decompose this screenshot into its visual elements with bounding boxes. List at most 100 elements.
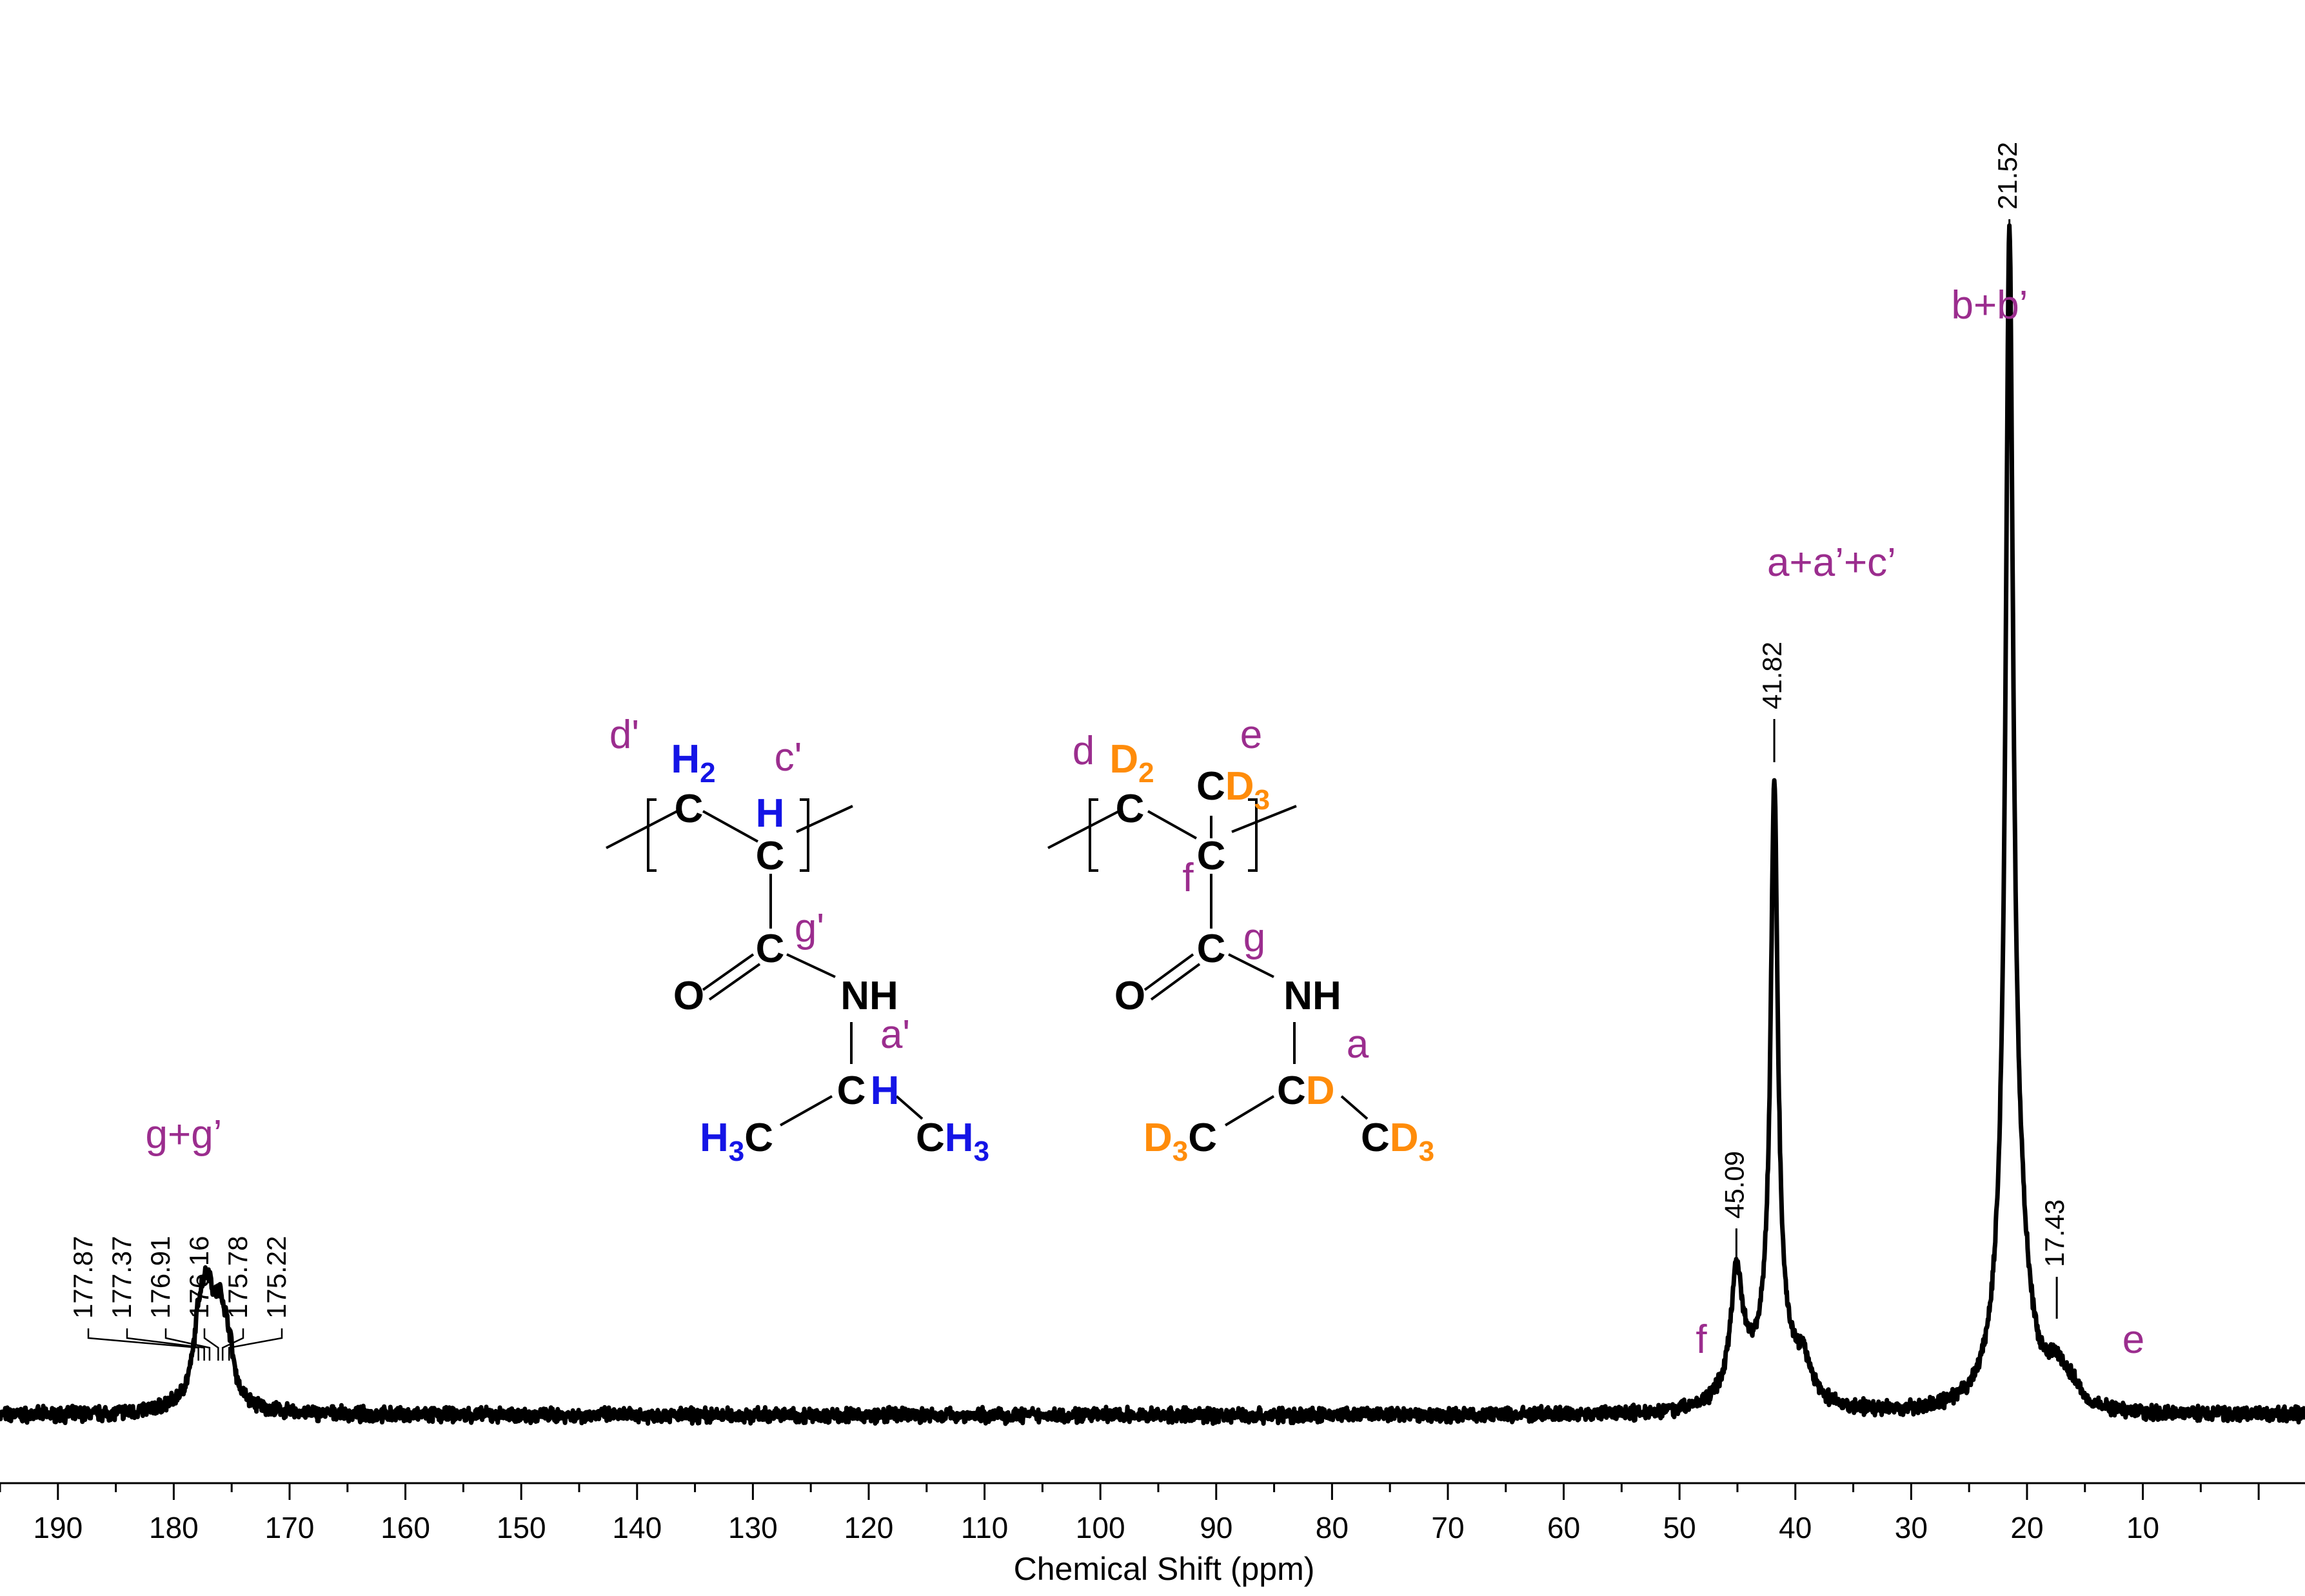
protonated-h3c-h: H xyxy=(700,1116,729,1160)
protonated-nh: NH xyxy=(840,974,898,1018)
label-g-prime: g' xyxy=(795,906,824,951)
deuterated-d2-d: D xyxy=(1109,737,1138,782)
protonated-structure: C H2 H C C O NH C H H3C CH3 d' c' g' a' xyxy=(606,713,989,1167)
label-c-prime: c' xyxy=(775,735,802,780)
x-tick-label: 10 xyxy=(2126,1511,2159,1544)
x-tick-label: 130 xyxy=(728,1511,778,1544)
x-tick-label: 110 xyxy=(961,1511,1008,1544)
peak-label: 17.43 xyxy=(2039,1199,2070,1267)
protonated-bonds xyxy=(606,798,924,1127)
deuterated-cd3-top-c: C xyxy=(1196,764,1225,809)
protonated-ch3-c: C xyxy=(916,1116,945,1160)
spectrum-trace xyxy=(0,223,2305,1426)
peak-label: 175.78 xyxy=(223,1236,253,1319)
assignment-f: f xyxy=(1696,1317,1707,1362)
deuterated-cd3: CD3 xyxy=(1361,1116,1434,1167)
x-axis: 190 180 170 160 150 140 130 120 110 100 90 80 70 60 50… xyxy=(0,1482,2305,1544)
peak-leader xyxy=(126,1328,205,1361)
spectrum-layer xyxy=(0,223,2305,1426)
x-tick-label: 180 xyxy=(149,1511,199,1544)
peak-label: 41.82 xyxy=(1757,642,1787,709)
x-tick-label: 120 xyxy=(844,1511,894,1544)
x-tick-label: 80 xyxy=(1316,1511,1349,1544)
protonated-ch3-h: H xyxy=(945,1116,974,1160)
deuterated-cd-a-c: C xyxy=(1277,1069,1306,1113)
label-d-prime: d' xyxy=(609,713,639,757)
deuterated-cd3-top: CD3 xyxy=(1196,764,1270,816)
deuterated-cd3-c: C xyxy=(1361,1116,1390,1160)
deuterated-structure: C D2 CD3 C C O NH CD D3C CD3 d e f g a xyxy=(1047,713,1434,1167)
x-tick-label: 40 xyxy=(1779,1511,1812,1544)
peak-leader xyxy=(221,1328,244,1361)
protonated-h-a: H xyxy=(871,1069,900,1113)
peak-label: 176.16 xyxy=(184,1236,214,1319)
x-tick-label: 60 xyxy=(1547,1511,1580,1544)
deuterated-d3c-sub: 3 xyxy=(1172,1136,1188,1167)
x-tick-label: 150 xyxy=(497,1511,546,1544)
peak-label: 176.91 xyxy=(145,1236,175,1319)
label-g: g xyxy=(1243,916,1265,960)
peak-label: 45.09 xyxy=(1719,1151,1749,1219)
deuterated-o: O xyxy=(1114,974,1145,1018)
deuterated-c-d: C xyxy=(1116,787,1145,831)
peak-label: 177.87 xyxy=(68,1236,98,1319)
protonated-o: O xyxy=(673,974,704,1018)
label-a: a xyxy=(1347,1022,1369,1067)
x-tick-label: 50 xyxy=(1663,1511,1696,1544)
x-tick-label: 70 xyxy=(1431,1511,1464,1544)
peak-label: 177.37 xyxy=(106,1236,137,1319)
deuterated-cd3-top-sub: 3 xyxy=(1254,784,1270,816)
protonated-c-d: C xyxy=(675,787,704,831)
peak-leader xyxy=(203,1328,219,1361)
x-tick-label: 160 xyxy=(381,1511,430,1544)
x-tick-label: 100 xyxy=(1076,1511,1125,1544)
assignment-b-bprime: b+b’ xyxy=(1952,283,2028,328)
deuterated-nh: NH xyxy=(1283,974,1341,1018)
deuterated-c-carbonyl: C xyxy=(1197,927,1226,971)
deuterated-d3c-c: C xyxy=(1188,1116,1217,1160)
x-tick-label: 190 xyxy=(33,1511,83,1544)
deuterated-d3c-d: D xyxy=(1143,1116,1172,1160)
protonated-h2: H2 xyxy=(671,737,715,789)
peak-label: 175.22 xyxy=(261,1236,292,1319)
assignment-e: e xyxy=(2122,1317,2144,1362)
peak-leader xyxy=(228,1328,283,1361)
deuterated-d2: D2 xyxy=(1109,737,1154,789)
x-tick-label: 140 xyxy=(612,1511,662,1544)
protonated-c-carbonyl: C xyxy=(756,927,785,971)
protonated-h2-h: H xyxy=(671,737,700,782)
x-tick-label: 90 xyxy=(1200,1511,1232,1544)
deuterated-d2-sub: 2 xyxy=(1138,757,1154,789)
x-tick-label: 20 xyxy=(2010,1511,2043,1544)
peak-leader xyxy=(87,1328,199,1361)
deuterated-bonds xyxy=(1047,798,1369,1127)
deuterated-d3c: D3C xyxy=(1143,1116,1217,1167)
deuterated-cd-a-d: D xyxy=(1306,1069,1335,1113)
protonated-h3c-c: C xyxy=(744,1116,773,1160)
assignment-g-gprime: g+g’ xyxy=(146,1112,223,1157)
protonated-ch3-sub: 3 xyxy=(974,1136,989,1167)
deuterated-cd3-top-d: D xyxy=(1225,764,1254,809)
deuterated-cd3-d: D xyxy=(1390,1116,1419,1160)
label-f: f xyxy=(1182,856,1194,900)
x-tick-label: 170 xyxy=(265,1511,315,1544)
deuterated-cd3-sub: 3 xyxy=(1419,1136,1434,1167)
protonated-h3c-sub: 3 xyxy=(729,1136,744,1167)
assignment-a-aprime-cprime: a+a’+c’ xyxy=(1767,540,1896,585)
x-tick-label: 30 xyxy=(1895,1511,1928,1544)
deuterated-c-quaternary: C xyxy=(1197,834,1226,878)
protonated-c-c: C xyxy=(756,834,785,878)
protonated-h-c: H xyxy=(756,791,785,836)
peak-leader xyxy=(164,1328,211,1361)
protonated-h2-sub: 2 xyxy=(700,757,715,789)
label-a-prime: a' xyxy=(880,1012,910,1057)
label-d: d xyxy=(1073,729,1094,773)
protonated-c-a: C xyxy=(837,1069,866,1113)
protonated-ch3: CH3 xyxy=(916,1116,989,1167)
deuterated-cd-a: CD xyxy=(1277,1069,1335,1113)
assignment-labels: g+g’ f a+a’+c’ b+b’ e xyxy=(146,283,2145,1362)
x-axis-title: Chemical Shift (ppm) xyxy=(1014,1551,1315,1587)
label-e: e xyxy=(1240,713,1262,757)
